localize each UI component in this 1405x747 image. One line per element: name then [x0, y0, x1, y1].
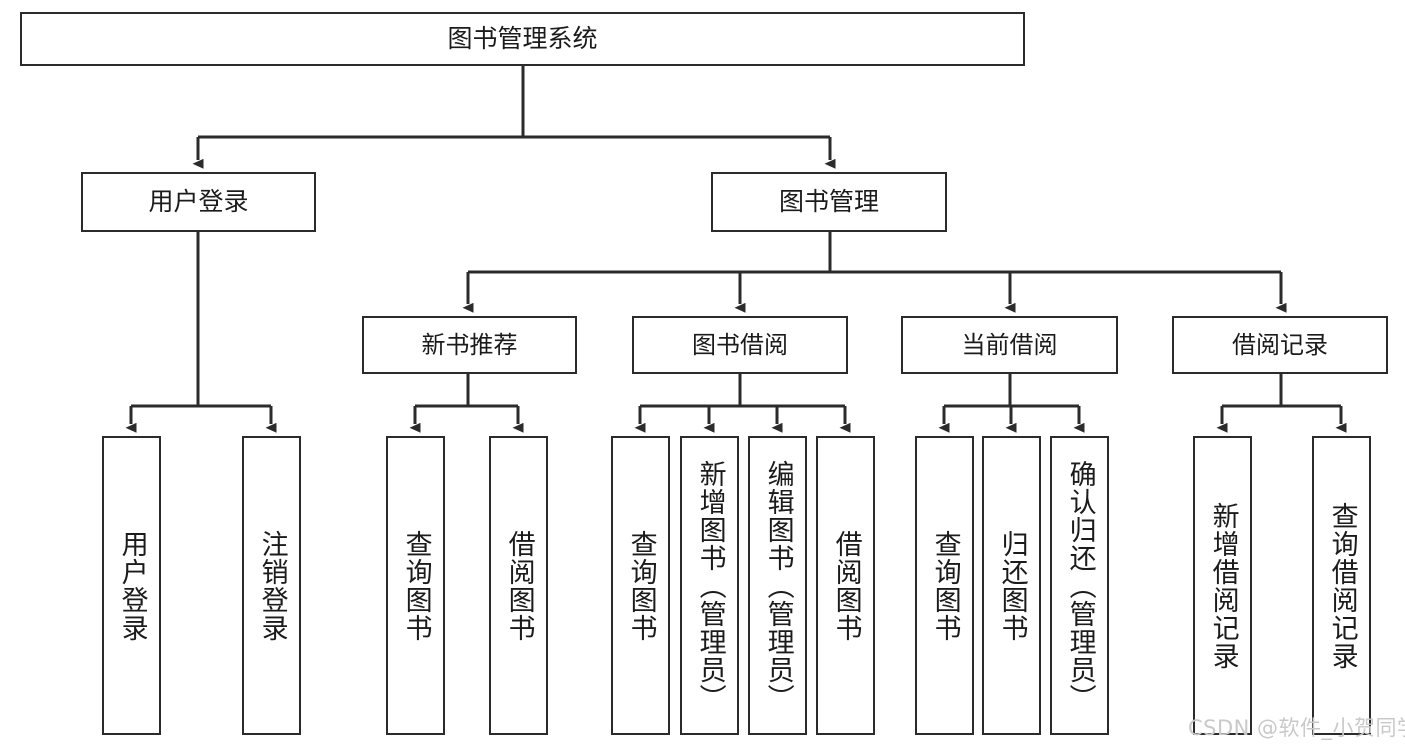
leaf-borrow-book-1[interactable]: 借阅图书 — [489, 436, 548, 735]
node-root[interactable]: 图书管理系统 — [20, 12, 1025, 66]
leaf-confirm-return[interactable]: 确认归还（管理员） — [1050, 436, 1109, 735]
leaf-query-book-2-label: 查询图书 — [625, 529, 657, 642]
node-new-book-recommend[interactable]: 新书推荐 — [362, 316, 577, 374]
leaf-add-record[interactable]: 新增借阅记录 — [1193, 436, 1252, 735]
leaf-add-record-label: 新增借阅记录 — [1207, 501, 1239, 670]
node-current-borrow-label: 当前借阅 — [961, 330, 1058, 359]
leaf-logout-login[interactable]: 注销登录 — [242, 436, 301, 735]
leaf-query-record[interactable]: 查询借阅记录 — [1312, 436, 1371, 735]
leaf-query-book-3-label: 查询图书 — [929, 529, 961, 642]
leaf-query-book-1-label: 查询图书 — [400, 529, 432, 642]
node-book-management-label: 图书管理 — [778, 187, 879, 217]
leaf-borrow-book-2-label: 借阅图书 — [830, 529, 862, 642]
node-borrow-record-label: 借阅记录 — [1232, 330, 1328, 359]
node-book-borrow-label: 图书借阅 — [692, 330, 788, 359]
node-book-borrow[interactable]: 图书借阅 — [632, 316, 848, 374]
node-new-book-recommend-label: 新书推荐 — [421, 330, 518, 359]
node-current-borrow[interactable]: 当前借阅 — [901, 316, 1118, 374]
leaf-confirm-return-label: 确认归还（管理员） — [1064, 459, 1096, 712]
leaf-borrow-book-2[interactable]: 借阅图书 — [816, 436, 875, 735]
watermark: CSDN @软件_小贺同学 — [1188, 716, 1405, 740]
leaf-edit-book-label: 编辑图书（管理员） — [762, 459, 794, 712]
node-root-label: 图书管理系统 — [447, 24, 598, 54]
leaf-query-book-3[interactable]: 查询图书 — [915, 436, 974, 735]
node-book-management[interactable]: 图书管理 — [711, 172, 947, 232]
leaf-add-book[interactable]: 新增图书（管理员） — [680, 436, 739, 735]
leaf-return-book-label: 归还图书 — [996, 529, 1028, 642]
leaf-user-login-label: 用户登录 — [116, 529, 148, 642]
leaf-borrow-book-1-label: 借阅图书 — [503, 529, 535, 642]
leaf-query-book-1[interactable]: 查询图书 — [386, 436, 445, 735]
node-user-login-label: 用户登录 — [148, 187, 249, 217]
leaf-logout-login-label: 注销登录 — [256, 529, 288, 642]
leaf-user-login[interactable]: 用户登录 — [102, 436, 161, 735]
node-borrow-record[interactable]: 借阅记录 — [1172, 316, 1388, 374]
leaf-return-book[interactable]: 归还图书 — [982, 436, 1041, 735]
node-user-login[interactable]: 用户登录 — [81, 172, 316, 232]
leaf-add-book-label: 新增图书（管理员） — [694, 459, 726, 712]
leaf-query-record-label: 查询借阅记录 — [1326, 501, 1358, 670]
leaf-edit-book[interactable]: 编辑图书（管理员） — [748, 436, 807, 735]
leaf-query-book-2[interactable]: 查询图书 — [611, 436, 670, 735]
